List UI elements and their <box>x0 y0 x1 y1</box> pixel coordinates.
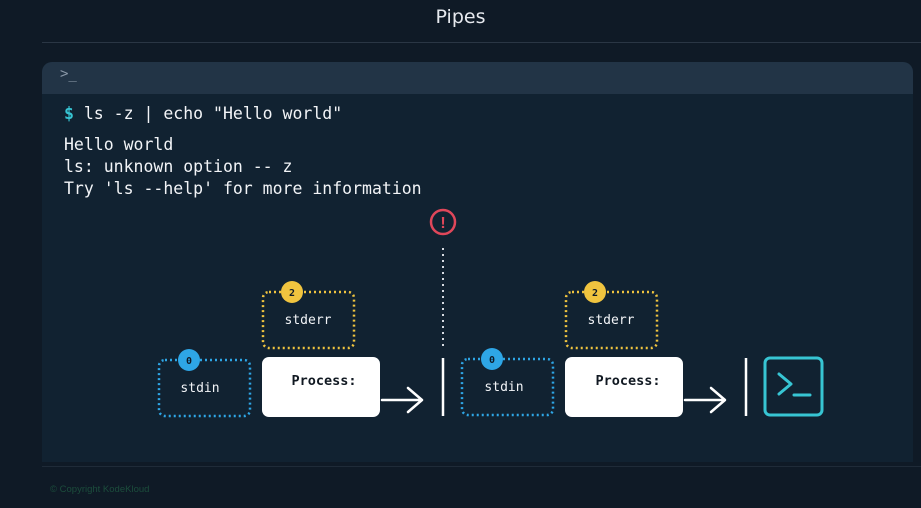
pipe-diagram: ! stdin 0 stderr 2 Process: <box>157 208 824 418</box>
stderr-box <box>564 290 659 350</box>
terminal-body: $ ls -z | echo "Hello world" Hello world… <box>42 94 913 462</box>
command-text: ls -z | echo "Hello world" <box>83 104 343 123</box>
stderr-label: stderr <box>588 313 635 328</box>
stderr-badge-number: 2 <box>289 288 295 299</box>
stdin-badge <box>481 348 503 370</box>
title-divider <box>42 42 921 43</box>
stderr-badge <box>281 281 303 303</box>
process-box <box>262 357 380 417</box>
terminal-window: >_ $ ls -z | echo "Hello world" Hello wo… <box>42 62 913 462</box>
stdin-badge-number: 0 <box>186 356 192 367</box>
terminal-icon <box>763 356 824 417</box>
stderr-label: stderr <box>285 313 332 328</box>
output-line-1: Hello world <box>64 135 174 154</box>
stdin-label: stdin <box>180 381 219 396</box>
error-icon: ! <box>429 208 457 236</box>
page-title: Pipes <box>435 6 486 28</box>
stage-2: stdin 0 stderr 2 Process: <box>460 281 727 417</box>
stage-1: stdin 0 stderr 2 Process: <box>157 281 424 418</box>
output-line-2: ls: unknown option -- z <box>64 157 293 176</box>
command-line: $ ls -z | echo "Hello world" <box>64 104 342 123</box>
process-label: Process: <box>291 373 356 389</box>
error-icon-glyph: ! <box>440 215 445 232</box>
terminal-titlebar: >_ <box>42 62 913 94</box>
output-line-3: Try 'ls --help' for more information <box>64 179 422 198</box>
copyright-text: © Copyright KodeKloud <box>50 484 150 495</box>
terminal-prompt-icon: >_ <box>60 66 77 82</box>
stderr-box <box>261 290 356 350</box>
stdin-box <box>460 357 555 417</box>
process-box <box>565 357 683 417</box>
pipe-arrow <box>380 386 424 414</box>
footer-divider <box>42 466 921 467</box>
command-prompt: $ <box>64 104 74 123</box>
stdin-badge-number: 0 <box>489 355 495 366</box>
process-label: Process: <box>595 373 660 389</box>
stdin-badge <box>178 349 200 371</box>
stdin-box <box>157 358 252 418</box>
stderr-badge <box>584 281 606 303</box>
stderr-badge-number: 2 <box>592 288 598 299</box>
stdin-label: stdin <box>484 380 523 395</box>
pipe-arrow <box>683 386 727 414</box>
